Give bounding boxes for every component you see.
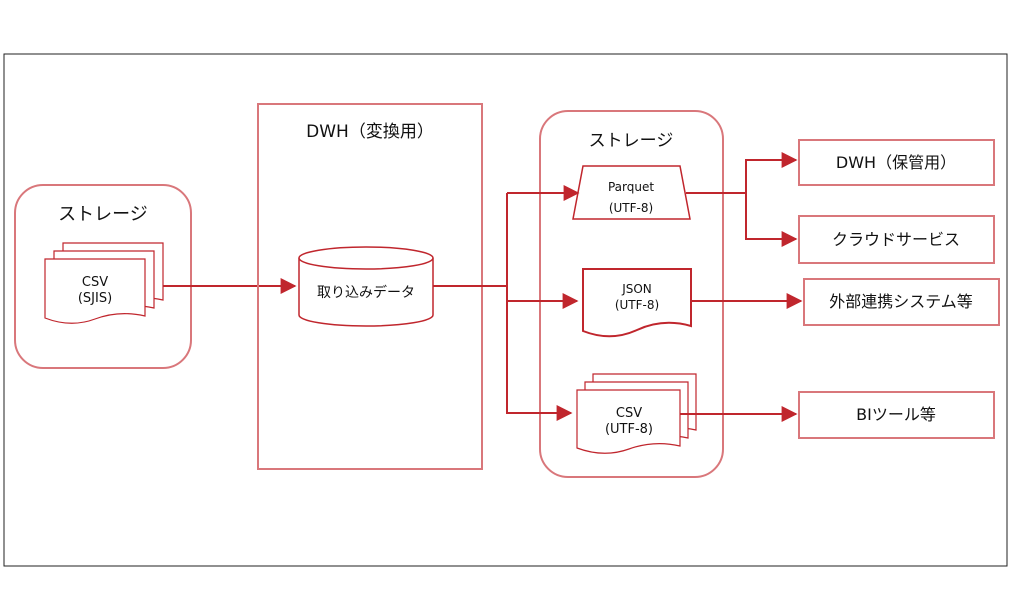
source-storage-box [14, 184, 192, 369]
parquet-shape [572, 165, 691, 220]
source-storage-group: ストレージ CSV (SJIS) [14, 184, 192, 369]
json-document-shape [582, 268, 692, 338]
source-csv-label-line1: CSV [82, 275, 108, 290]
source-csv-label-line2: (SJIS) [78, 291, 112, 306]
parquet-label-line2: (UTF-8) [609, 201, 653, 215]
parquet-label-line1: Parquet [608, 180, 654, 194]
destination-bi-tools-label: BIツール等 [856, 405, 936, 424]
destination-bi-tools: BIツール等 [798, 391, 995, 439]
source-csv-file-stack [44, 242, 164, 324]
target-storage-group: ストレージ Parquet (UTF-8) JSON (UTF-8) CSV (… [539, 110, 724, 478]
target-storage-title: ストレージ [589, 131, 674, 151]
destination-cloud-services-label: クラウドサービス [832, 230, 960, 249]
outer-frame [3, 53, 1008, 567]
destination-external-systems-label: 外部連携システム等 [829, 292, 973, 311]
source-storage-title: ストレージ [58, 204, 148, 225]
json-label-line1: JSON [621, 282, 652, 296]
connector-dwh-to-storage [433, 185, 580, 421]
destination-cloud-services: クラウドサービス [798, 215, 995, 264]
dwh-transform-group: DWH（変換用） 取り込みデータ [257, 103, 483, 470]
destination-external-systems: 外部連携システム等 [803, 278, 1000, 326]
destination-dwh-archive-label: DWH（保管用） [836, 153, 956, 172]
target-csv-label-line1: CSV [616, 406, 642, 421]
connector-storage-to-destinations [680, 152, 803, 422]
database-label: 取り込みデータ [317, 284, 415, 301]
target-csv-file-stack [576, 373, 697, 454]
database-cylinder-icon [298, 246, 434, 327]
target-csv-label-line2: (UTF-8) [605, 422, 653, 437]
json-label-line2: (UTF-8) [615, 298, 659, 312]
destination-dwh-archive: DWH（保管用） [798, 139, 995, 186]
target-storage-box [539, 110, 724, 478]
dwh-transform-title: DWH（変換用） [306, 122, 434, 142]
